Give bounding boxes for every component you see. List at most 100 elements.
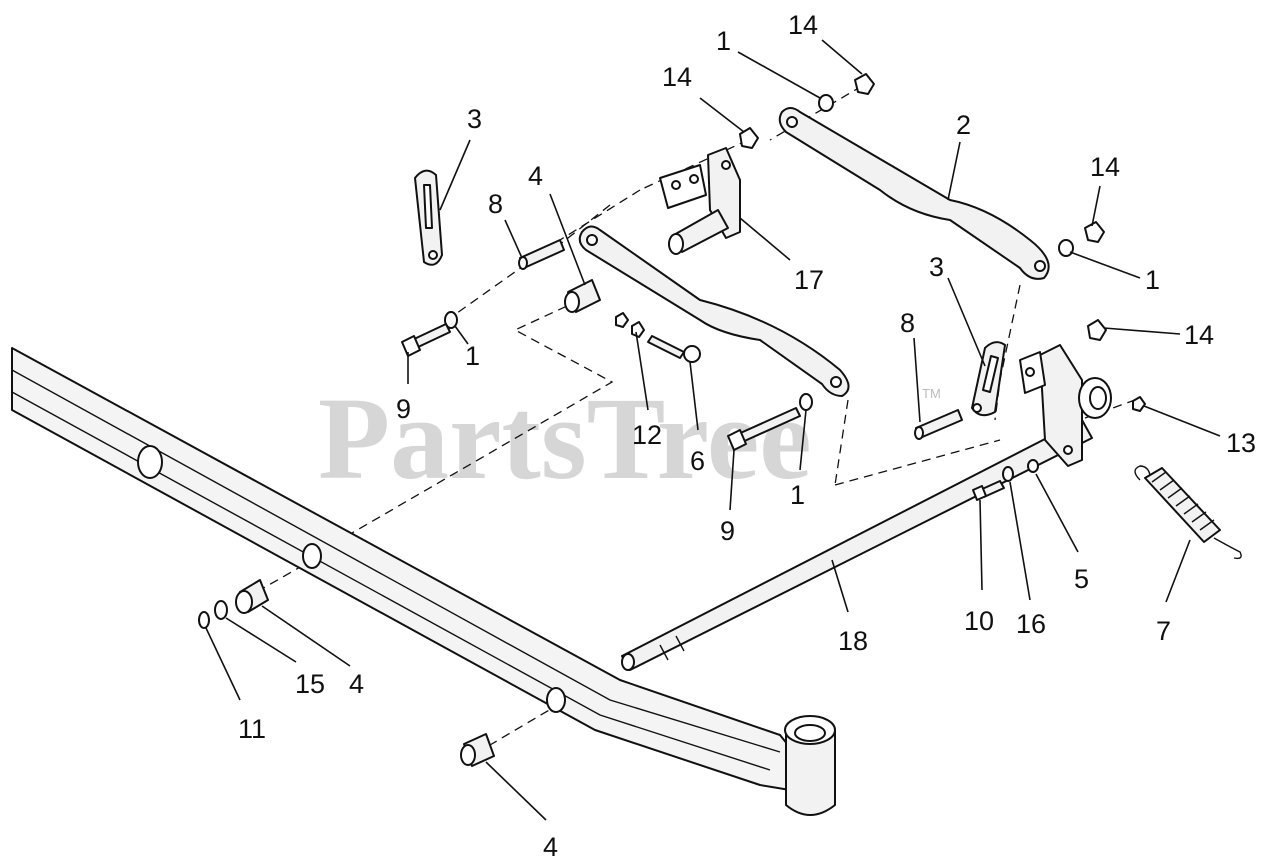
link-hole [586,234,598,246]
retaining-ring-11 [198,611,210,629]
nut-13 [1132,396,1146,412]
callout-label: 14 [788,10,818,40]
callout-label: 3 [929,252,944,282]
link-hole [786,116,798,128]
leader-line [1165,539,1191,603]
main-frame-tube [11,347,836,816]
plate-slot [423,184,433,229]
callout-label: 14 [1090,152,1120,182]
leader-line [947,141,961,201]
nut-12 [615,312,629,328]
assembly-line [339,299,614,541]
washer-1 [799,393,813,411]
callout-label: 14 [662,62,692,92]
bracket-plate [1039,344,1083,467]
washer-1 [818,94,834,112]
leader-line [454,325,469,345]
spring-7 [1134,465,1242,560]
leader-line [225,617,297,663]
callout-label: 2 [956,110,971,140]
bracket-tab-hole [1025,367,1035,377]
callout-label: 4 [349,669,364,699]
callout-label: 18 [838,626,868,656]
callouts: 14 1 14 3 2 14 4 8 17 1 3 8 14 1 9 12 6 … [238,10,1256,862]
leader-line [1091,185,1101,227]
locknut-14 [739,127,759,149]
bolt-9-head [401,335,421,357]
frame-hole [137,445,163,479]
spring-turns [1151,471,1215,531]
callout-label: 12 [632,420,662,450]
bracket-hub-bore [1089,386,1107,410]
callout-label: 16 [1016,609,1046,639]
frame-hole [546,687,566,713]
bushing-end [564,291,580,313]
callout-label: 14 [1184,320,1214,350]
leader-line [261,605,351,667]
callout-label: 9 [396,394,411,424]
callout-label: 10 [964,606,994,636]
leader-line [699,97,745,133]
leader-line [549,193,586,286]
leader-line [947,277,986,367]
callout-label: 8 [488,189,503,219]
leader-line [831,559,849,613]
bushing-end [235,590,253,614]
bolt-9-head [727,429,747,451]
link-body [778,107,1050,280]
leader-line [1009,481,1031,601]
frame-hole [302,543,322,569]
plate-hole [428,250,438,260]
frame-edge-line [11,369,781,753]
plate-hole [972,403,982,413]
locknut-14 [1084,221,1105,243]
rod-ring [675,635,685,652]
leader-line [821,39,863,75]
leader-line [913,337,921,423]
assembly-line [259,549,331,591]
callout-label: 5 [1074,564,1089,594]
leader-line [737,51,821,99]
plate-slot [982,355,999,393]
frame-pivot-bore [794,724,826,742]
leader-line [729,449,735,511]
bushing-upper [564,279,601,313]
pin-8-end [518,256,528,270]
frame-pivot-cylinder [785,729,836,816]
washer-1 [444,311,458,329]
callout-label: 7 [1156,616,1171,646]
callout-label: 9 [720,516,735,546]
callout-label: 15 [295,669,325,699]
callout-label: 1 [790,480,805,510]
bracket-hole [1063,445,1073,455]
bolt-10-head [972,485,987,501]
callout-label: 11 [238,714,266,744]
callout-label: 1 [1145,265,1160,295]
bushing-middle [235,579,269,614]
leader-line [1103,327,1181,335]
callout-label: 6 [690,446,705,476]
assembly-line [834,399,849,486]
callout-label: 1 [465,341,480,371]
leader-line [799,409,807,471]
nuts [615,73,1146,412]
rod-end [621,653,635,671]
callout-label: 17 [794,265,824,295]
link-body [578,225,850,397]
callout-label: 4 [543,832,558,862]
lower-link [578,225,850,397]
upper-link-2 [778,107,1050,280]
locknut-14 [1087,319,1107,341]
nut-12 [631,321,645,338]
fasteners [401,239,1005,501]
bracket-hole [721,160,731,170]
assembly-line [769,85,863,141]
link-hole [830,376,842,388]
lift-rod [621,419,1093,671]
washer-15 [214,600,228,620]
leader-line [979,499,983,591]
frame-edge-line [11,391,771,771]
bushing-lower [460,733,495,767]
eyebolt-6-eye [683,345,701,363]
